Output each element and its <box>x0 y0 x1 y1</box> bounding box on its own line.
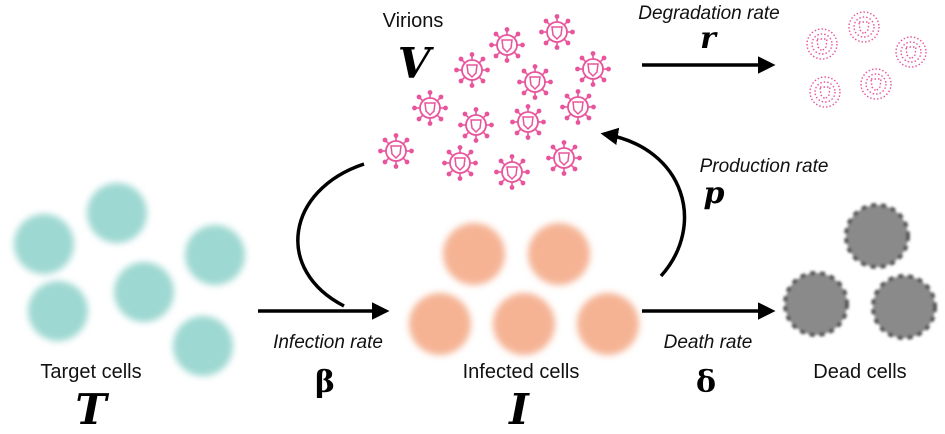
virion-icon <box>493 153 530 191</box>
target-cells-symbol: T <box>75 385 109 434</box>
virions-symbol: V <box>398 39 435 88</box>
degradation-rate-label: Degradation rate <box>638 3 780 24</box>
target-cell <box>173 316 233 376</box>
target-cell <box>14 214 74 274</box>
target-cell <box>87 183 147 243</box>
dead-cell <box>783 271 849 337</box>
target-cell <box>185 225 245 285</box>
dead-cells-cluster <box>783 203 937 340</box>
infected-cell <box>409 293 471 355</box>
virion-icon <box>441 144 479 182</box>
target-cell <box>114 262 174 322</box>
production-rate-label: Production rate <box>700 156 829 177</box>
dead-cell <box>844 203 910 269</box>
infected-cell <box>493 293 555 355</box>
degraded-virion-icon <box>895 36 927 68</box>
virion-icon <box>453 52 491 88</box>
labels: Virions V Degradation rate r Production … <box>40 3 906 434</box>
arrows <box>258 56 776 320</box>
degraded-virion-icon <box>806 28 838 60</box>
infected-cell <box>443 223 505 285</box>
target-cells-cluster <box>14 183 245 376</box>
degraded-virion-icon <box>848 11 880 43</box>
virions-label: Virions <box>383 10 444 32</box>
virion-icon <box>411 90 449 126</box>
infected-cell <box>577 293 639 355</box>
target-cell <box>28 281 88 341</box>
death-rate-label: Death rate <box>664 332 753 353</box>
degraded-virion-icon <box>809 76 841 108</box>
infected-cell <box>528 223 590 285</box>
degraded-virions-cluster <box>806 11 927 108</box>
dead-cells-label: Dead cells <box>813 361 906 383</box>
infection-rate-symbol: β <box>315 365 335 400</box>
virion-icon <box>488 26 525 63</box>
virion-icon <box>560 89 596 125</box>
virion-icon <box>517 64 553 100</box>
dead-cell <box>871 274 937 340</box>
infected-cells-symbol: I <box>508 385 530 434</box>
death-rate-symbol: δ <box>696 365 716 400</box>
production-arrow <box>600 127 687 278</box>
virion-icon <box>546 139 582 177</box>
virion-icon <box>539 13 575 50</box>
virion-to-infection-arc <box>296 162 365 308</box>
target-cells-label: Target cells <box>40 361 141 383</box>
infected-cells-cluster <box>409 223 639 355</box>
infected-cells-label: Infected cells <box>463 361 580 383</box>
production-rate-symbol: p <box>704 176 725 211</box>
degraded-virion-icon <box>860 68 892 100</box>
infection-rate-label: Infection rate <box>273 332 383 353</box>
degradation-rate-symbol: r <box>700 21 718 56</box>
virion-icon <box>377 132 415 170</box>
virion-icon <box>457 107 495 144</box>
virion-icon <box>509 104 546 141</box>
virion-icon <box>575 51 611 87</box>
